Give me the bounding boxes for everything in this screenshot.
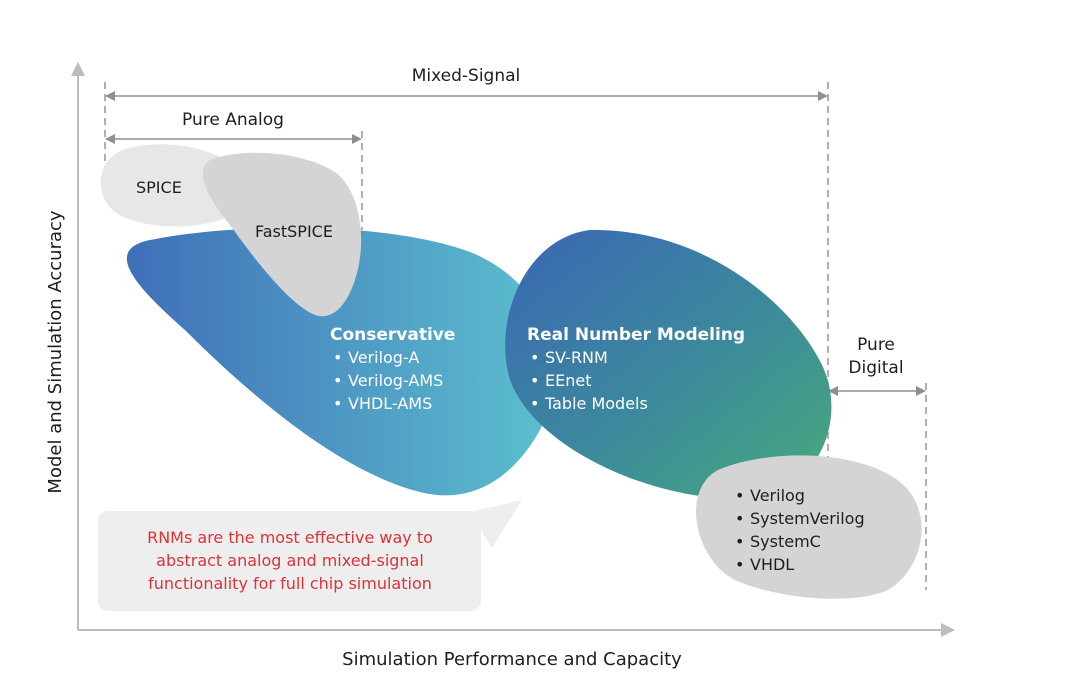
callout-box bbox=[98, 511, 481, 611]
x-axis-arrow-icon bbox=[941, 623, 955, 637]
rnm-item-1: SV-RNM bbox=[545, 348, 608, 367]
callout-pointer bbox=[470, 500, 522, 548]
rnm-text: Real Number Modeling • SV-RNM • EEnet • … bbox=[527, 325, 745, 413]
conservative-text: Conservative • Verilog-A • Verilog-AMS •… bbox=[330, 325, 455, 413]
callout-line-1: RNMs are the most effective way to bbox=[147, 528, 433, 547]
rnm-item-2: EEnet bbox=[545, 371, 591, 390]
range-brackets: Mixed-Signal Pure Analog Pure Digital bbox=[104, 66, 927, 590]
y-axis-arrow-icon bbox=[71, 62, 85, 76]
pure-digital-label-line2: Digital bbox=[848, 358, 903, 378]
digital-text: • Verilog • SystemVerilog • SystemC • VH… bbox=[735, 486, 865, 574]
pure-analog-right-arrow-icon bbox=[352, 134, 362, 144]
mixed-signal-left-arrow-icon bbox=[105, 91, 115, 101]
conservative-bullet-1: • bbox=[333, 348, 342, 367]
conservative-bullet-3: • bbox=[333, 394, 342, 413]
digital-bullet-1: • bbox=[735, 486, 744, 505]
conservative-item-2: Verilog-AMS bbox=[348, 371, 443, 390]
digital-bullet-4: • bbox=[735, 555, 744, 574]
callout-line-2: abstract analog and mixed-signal bbox=[156, 551, 424, 570]
conservative-title: Conservative bbox=[330, 325, 455, 345]
pure-digital-right-arrow-icon bbox=[916, 386, 926, 396]
x-axis-label: Simulation Performance and Capacity bbox=[342, 649, 682, 670]
y-axis-label: Model and Simulation Accuracy bbox=[45, 210, 66, 493]
callout-line-3: functionality for full chip simulation bbox=[148, 574, 432, 593]
rnm-title: Real Number Modeling bbox=[527, 325, 745, 345]
rnm-bullet-2: • bbox=[530, 371, 539, 390]
conservative-region bbox=[126, 227, 555, 496]
rnm-item-3: Table Models bbox=[544, 394, 648, 413]
digital-item-2: SystemVerilog bbox=[750, 509, 865, 528]
digital-bullet-3: • bbox=[735, 532, 744, 551]
pure-digital-left-arrow-icon bbox=[828, 386, 838, 396]
conservative-item-3: VHDL-AMS bbox=[348, 394, 432, 413]
fastspice-region bbox=[202, 152, 362, 317]
conservative-bullet-2: • bbox=[333, 371, 342, 390]
rnm-region bbox=[505, 229, 832, 499]
pure-digital-label-line1: Pure bbox=[857, 335, 895, 355]
callout: RNMs are the most effective way to abstr… bbox=[98, 500, 522, 611]
rnm-bullet-1: • bbox=[530, 348, 539, 367]
rnm-bullet-3: • bbox=[530, 394, 539, 413]
axes: Simulation Performance and Capacity Mode… bbox=[45, 62, 955, 670]
mixed-signal-right-arrow-icon bbox=[818, 91, 828, 101]
conservative-item-1: Verilog-A bbox=[348, 348, 419, 367]
pure-analog-left-arrow-icon bbox=[105, 134, 115, 144]
digital-item-3: SystemC bbox=[750, 532, 821, 551]
digital-item-4: VHDL bbox=[750, 555, 794, 574]
pure-analog-label: Pure Analog bbox=[182, 110, 284, 130]
spice-label: SPICE bbox=[136, 178, 182, 197]
mixed-signal-label: Mixed-Signal bbox=[412, 66, 521, 86]
fastspice-label: FastSPICE bbox=[255, 222, 333, 241]
digital-bullet-2: • bbox=[735, 509, 744, 528]
digital-item-1: Verilog bbox=[750, 486, 805, 505]
digital-region bbox=[696, 455, 922, 599]
